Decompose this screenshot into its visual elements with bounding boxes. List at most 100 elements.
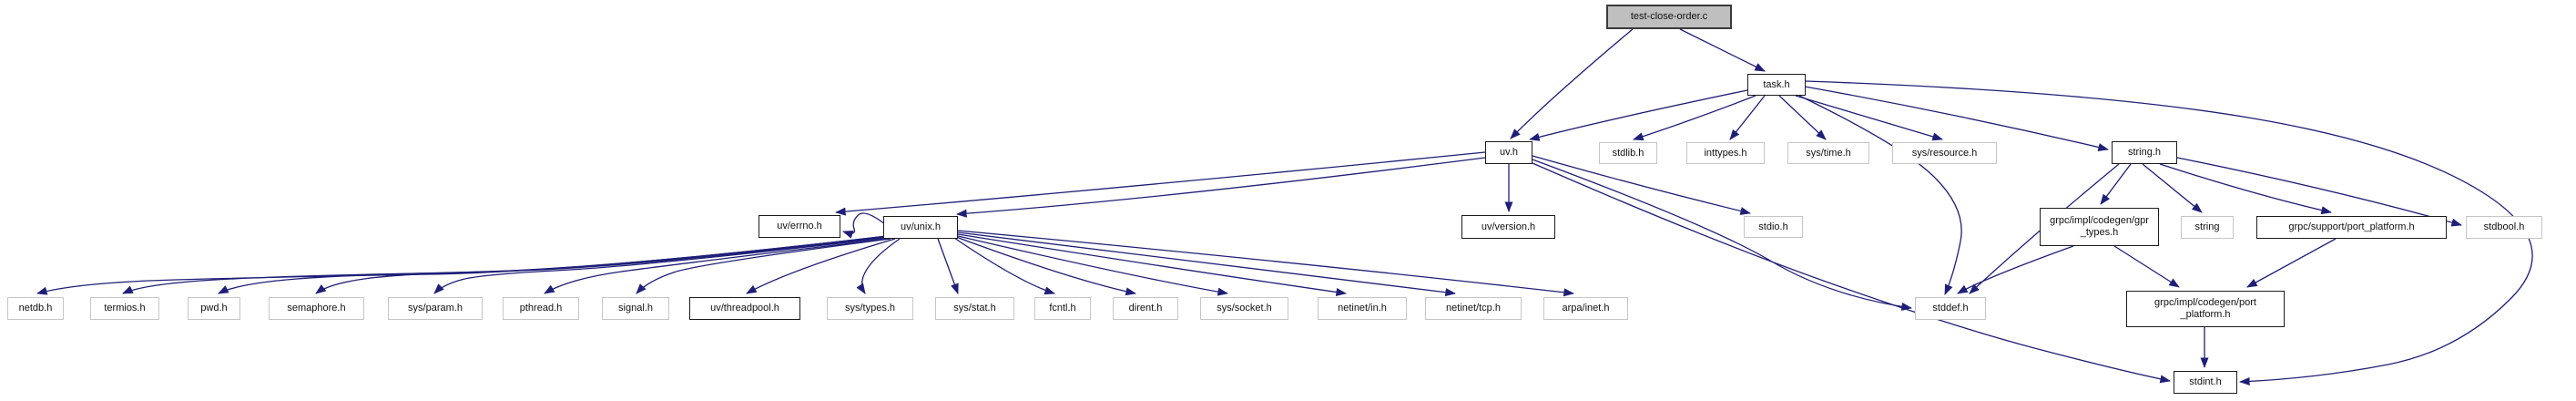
node-stdint-h[interactable]: stdint.h (2174, 371, 2237, 394)
node-test-close-order-c[interactable]: test-close-order.c (1606, 5, 1732, 29)
node-arpa-inet-h: arpa/inet.h (1543, 297, 1628, 320)
node-dirent-h: dirent.h (1113, 297, 1178, 320)
node-signal-h: signal.h (602, 297, 669, 320)
node-uv-errno-h[interactable]: uv/errno.h (759, 215, 840, 238)
node-label: stdlib.h (1612, 147, 1644, 159)
node-label: sys/param.h (408, 303, 463, 314)
node-netdb-h: netdb.h (7, 297, 64, 320)
node-label: test-close-order.c (1630, 11, 1708, 22)
edge-task-h-to-sys-time-h (1778, 95, 1827, 140)
edge-task-h-to-uv-h (1528, 89, 1748, 141)
node-label: stdio.h (1758, 221, 1788, 232)
node-label: stdint.h (2189, 376, 2222, 387)
node-sys-resource-h: sys/resource.h (1892, 142, 1997, 164)
node-string-std: string (2181, 216, 2234, 239)
edge-gpr-types-h-to-codegen-port-platform-h (2113, 245, 2180, 288)
node-pthread-h: pthread.h (503, 297, 579, 320)
node-stdbool-h: stdbool.h (2466, 216, 2542, 239)
edge-string-h-to-stdbool-h (2176, 157, 2463, 227)
node-label: netinet/in.h (1338, 303, 1387, 314)
edge-uv-unix-h-to-sys-param-h (433, 237, 889, 294)
edge-test-close-order-c-to-task-h (1679, 28, 1766, 72)
node-stdio-h: stdio.h (1744, 216, 1803, 238)
edge-uv-unix-h-to-sys-types-h (856, 238, 901, 294)
edge-uv-unix-h-to-uv-threadpool-h (746, 238, 896, 294)
node-label: sys/types.h (844, 303, 896, 314)
node-label: pwd.h (200, 303, 228, 314)
node-termios-h: termios.h (90, 297, 159, 320)
node-uv-version-h[interactable]: uv/version.h (1461, 215, 1555, 239)
node-netinet-tcp-h: netinet/tcp.h (1425, 297, 1522, 320)
edge-uv-unix-h-to-semaphore-h (315, 236, 889, 294)
node-label: stddef.h (1932, 303, 1969, 314)
edge-uv-h-to-stdio-h (1532, 155, 1752, 215)
node-label: string (2194, 221, 2220, 232)
node-label: semaphore.h (287, 303, 346, 314)
node-label-line2: _types.h (2080, 227, 2119, 238)
node-codegen-port-platform-h[interactable]: grpc/impl/codegen/port_platform.h (2126, 291, 2285, 327)
node-sys-time-h: sys/time.h (1787, 142, 1869, 164)
edge-uv-h-to-uv-errno-h (834, 151, 1486, 216)
node-label: pthread.h (519, 303, 563, 314)
node-label: netdb.h (18, 303, 53, 314)
node-stdlib-h: stdlib.h (1599, 142, 1657, 164)
edge-uv-unix-h-to-sys-stat-h (937, 238, 959, 294)
node-stddef-h: stddef.h (1915, 297, 1986, 320)
node-label: arpa/inet.h (1562, 303, 1610, 314)
edge-uv-unix-h-to-netinet-in-h (957, 233, 1348, 296)
node-label: dirent.h (1128, 303, 1163, 314)
node-uv-unix-h[interactable]: uv/unix.h (883, 216, 958, 239)
edge-test-close-order-c-to-uv-h (1510, 28, 1634, 139)
node-string-h[interactable]: string.h (2112, 141, 2177, 164)
edge-uv-h-to-stdint-h (1532, 162, 2172, 384)
edge-uv-unix-h-to-sys-socket-h (957, 235, 1229, 296)
node-grpc-support-port-platform-h[interactable]: grpc/support/port_platform.h (2256, 216, 2447, 239)
edge-uv-unix-h-to-uv-errno-h (842, 212, 886, 239)
edge-gpr-types-h-to-stddef-h (1957, 245, 2074, 294)
node-label: uv/version.h (1481, 221, 1536, 232)
edge-task-h-to-sys-resource-h (1795, 95, 1943, 141)
edge-uv-unix-h-to-netdb-h (36, 235, 888, 295)
node-fcntl-h: fcntl.h (1034, 297, 1091, 320)
node-label: string.h (2127, 147, 2162, 158)
node-label: stdbool.h (2483, 221, 2525, 232)
edge-uv-h-to-stddef-h (1532, 159, 1913, 311)
node-label: sys/time.h (1806, 147, 1851, 159)
edge-string-h-to-stddef-h (1969, 163, 2120, 294)
edge-task-h-to-inttypes-h (1729, 95, 1766, 140)
node-uv-h[interactable]: uv.h (1485, 141, 1532, 164)
node-sys-stat-h: sys/stat.h (935, 297, 1014, 320)
node-label-line2: _platform.h (2180, 309, 2231, 320)
node-label: grpc/support/port_platform.h (2288, 221, 2415, 232)
node-label: inttypes.h (1704, 147, 1747, 159)
edge-task-h-to-stdlib-h (1633, 95, 1756, 141)
edge-task-h-to-string-h (1804, 86, 2110, 151)
edge-uv-unix-h-to-signal-h (636, 238, 891, 294)
node-uv-threadpool-h[interactable]: uv/threadpool.h (689, 297, 800, 320)
node-netinet-in-h: netinet/in.h (1318, 297, 1407, 320)
edge-string-h-to-grpc-support-port-platform-h (2159, 163, 2333, 215)
node-task-h[interactable]: task.h (1747, 74, 1806, 96)
node-gpr-types-h[interactable]: grpc/impl/codegen/gpr_types.h (2040, 208, 2159, 246)
edge-task-h-to-stddef-h (1798, 95, 1962, 295)
node-semaphore-h: semaphore.h (269, 297, 364, 320)
edge-uv-h-to-uv-unix-h (955, 157, 1486, 218)
edge-uv-unix-h-to-dirent-h (955, 236, 1137, 296)
node-label: uv.h (1500, 147, 1518, 158)
node-inttypes-h: inttypes.h (1686, 142, 1765, 164)
node-sys-socket-h: sys/socket.h (1200, 297, 1288, 320)
node-label: uv/errno.h (777, 221, 822, 231)
edge-uv-unix-h-to-arpa-inet-h (957, 230, 1575, 297)
edge-uv-unix-h-to-fcntl-h (953, 237, 1055, 295)
edge-string-h-to-string-std (2142, 163, 2203, 213)
node-label: signal.h (618, 303, 653, 314)
edge-uv-unix-h-to-netinet-tcp-h (957, 231, 1457, 297)
edge-grpc-support-port-platform-h-to-codegen-port-platform-h (2246, 238, 2337, 288)
node-sys-param-h: sys/param.h (388, 297, 483, 320)
edge-string-h-to-gpr-types-h (2100, 163, 2132, 205)
node-label: uv/unix.h (900, 221, 942, 232)
node-label: task.h (1763, 78, 1790, 90)
edge-uv-unix-h-to-pthread-h (544, 238, 890, 294)
